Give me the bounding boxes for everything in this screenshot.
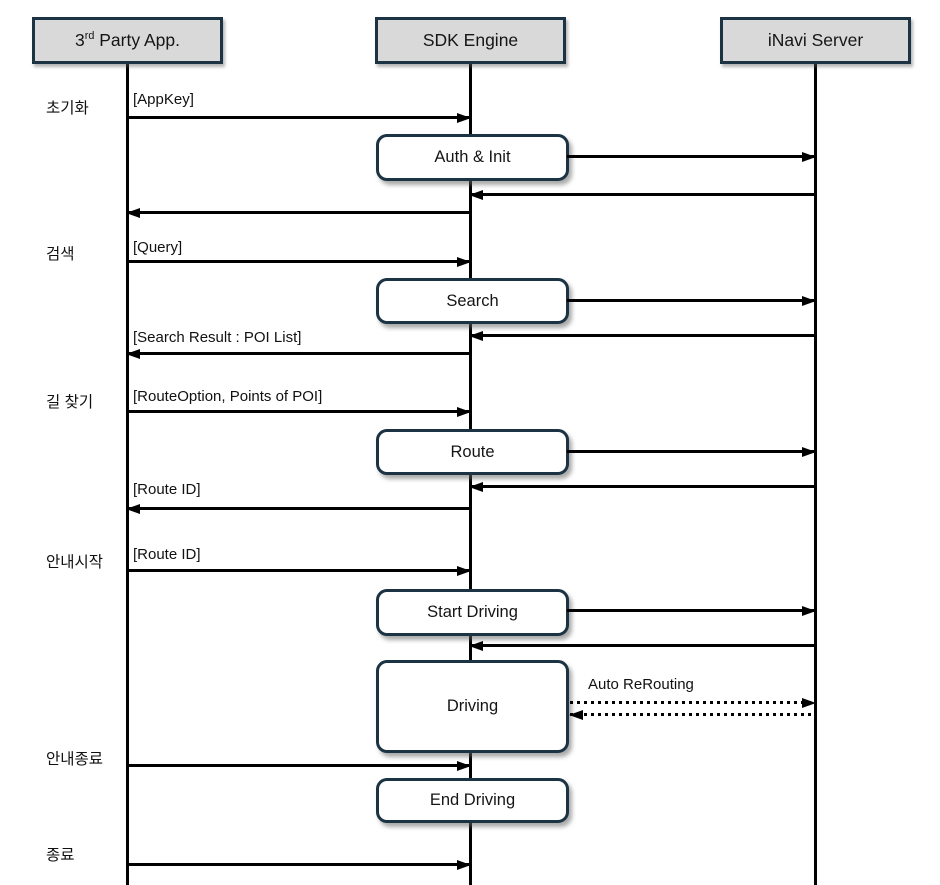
section-label-route: 길 찾기: [46, 394, 94, 411]
arrow-route-sdk-to-server: [567, 450, 815, 453]
actor-label-prefix: 3: [75, 30, 85, 50]
section-label-init: 초기화: [46, 100, 89, 117]
section-label-exit: 종료: [46, 847, 75, 864]
arrow-server-to-sdk-auth: [470, 193, 815, 196]
arrow-autorerouting-server-to-driving: [570, 713, 815, 716]
arrow-exit-app-to-sdk: [127, 863, 470, 866]
activity-box-route: Route: [376, 429, 569, 475]
activity-label-start-driving: Start Driving: [427, 603, 518, 621]
actor-label-third-party-app: 3rd Party App.: [75, 30, 180, 51]
lifeline-inavi-server: [814, 63, 817, 885]
activity-label-end-driving: End Driving: [429, 791, 516, 809]
section-label-start-guidance: 안내시작: [46, 554, 104, 571]
arrow-authinit-sdk-to-server: [567, 155, 815, 158]
actor-label-inavi-server: iNavi Server: [767, 30, 864, 50]
arrow-routeid-app-to-sdk: [127, 569, 470, 572]
activity-label-route: Route: [450, 442, 495, 461]
arrow-startdriving-sdk-to-server: [567, 609, 815, 612]
arrow-autorerouting-driving-to-server: [570, 701, 815, 704]
activity-box-search: Search: [376, 278, 569, 324]
actor-label-rest: Party App.: [94, 30, 180, 50]
actor-box-inavi-server: iNavi Server: [720, 17, 911, 64]
message-label-route-id-return: [Route ID]: [133, 481, 201, 498]
message-label-query: [Query]: [133, 239, 183, 256]
lifeline-third-party-app: [126, 63, 129, 885]
actor-box-sdk-engine: SDK Engine: [375, 17, 566, 64]
message-label-search-result: [Search Result : POI List]: [133, 329, 302, 346]
activity-label-driving: Driving: [446, 697, 499, 715]
activity-box-auth-init: Auth & Init: [376, 134, 569, 181]
message-label-route-id-send: [Route ID]: [133, 546, 201, 563]
arrow-query-app-to-sdk: [127, 260, 470, 263]
arrow-searchresult-sdk-to-app: [127, 352, 470, 355]
actor-box-third-party-app: 3rd Party App.: [32, 17, 223, 64]
arrow-routeid-sdk-to-app: [127, 507, 470, 510]
arrow-endguidance-app-to-sdk: [127, 764, 470, 767]
section-label-search: 검색: [46, 246, 75, 263]
activity-label-auth-init: Auth & Init: [434, 148, 511, 166]
activity-box-end-driving: End Driving: [376, 778, 569, 823]
arrow-search-sdk-to-server: [567, 299, 815, 302]
activity-box-start-driving: Start Driving: [376, 589, 569, 636]
arrow-appkey-app-to-sdk: [127, 116, 470, 119]
arrow-server-to-sdk-search: [470, 334, 815, 337]
actor-label-sdk-engine: SDK Engine: [422, 30, 519, 50]
message-label-appkey: [AppKey]: [133, 91, 194, 108]
activity-label-search: Search: [446, 291, 499, 310]
activity-box-driving: Driving: [376, 660, 569, 753]
message-label-auto-rerouting: Auto ReRouting: [588, 676, 694, 693]
arrow-server-to-sdk-route: [470, 485, 815, 488]
arrow-server-to-sdk-startdriving: [470, 644, 815, 647]
arrow-routeoption-app-to-sdk: [127, 410, 470, 413]
section-label-end-guidance: 안내종료: [46, 751, 104, 768]
actor-label-superscript: rd: [84, 30, 95, 43]
arrow-sdk-to-app-auth: [127, 211, 470, 214]
message-label-route-option: [RouteOption, Points of POI]: [133, 388, 323, 405]
